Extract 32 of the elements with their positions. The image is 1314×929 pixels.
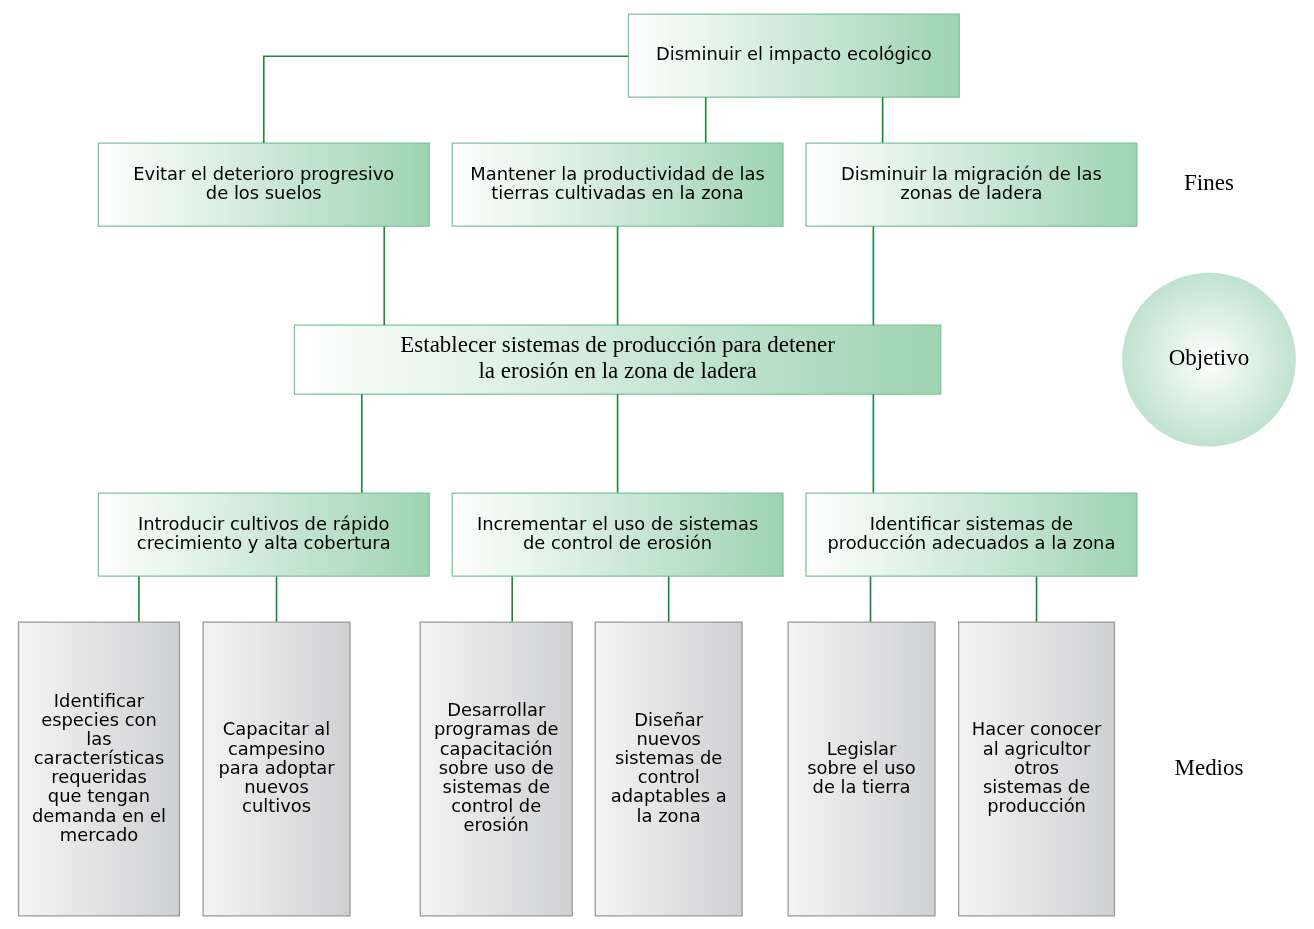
connector — [667, 575, 669, 623]
connector — [704, 95, 707, 144]
connector — [616, 225, 618, 326]
node-circle: Objetivo — [1120, 271, 1297, 448]
label: Medios — [1173, 754, 1243, 780]
node-box: Introducir cultivos de rápido crecimiento y alta cobertura — [97, 491, 430, 577]
connector — [360, 392, 363, 494]
node-box: Desarrollar programas de capacitación sobre uso de sistemas de control de erosión — [419, 620, 573, 917]
node-box: Evitar el deterioro progresivo de los suelos — [97, 142, 430, 227]
label: Fines — [1183, 169, 1234, 195]
node-box: Incrementar el uso de sistemas de control de erosión — [451, 491, 784, 577]
node-box: Mantener la productividad de las tierras cultivadas en la zona — [451, 142, 784, 227]
node-box: Disminuir el impacto ecológico — [627, 12, 960, 98]
node-box: Capacitar al campesino para adoptar nuevos cultivos — [201, 620, 351, 917]
node-box: Hacer conocer al agricultor otros sistemas de producción — [957, 620, 1115, 917]
connector — [1035, 575, 1037, 623]
node-box: Diseñar nuevos sistemas de control adaptables a la zona — [594, 620, 743, 917]
connector — [510, 575, 513, 623]
connector — [262, 54, 629, 144]
connector — [872, 225, 874, 326]
connector — [872, 392, 874, 494]
node-box: Identificar especies con las características requeridas que tengan demanda en el mercado — [17, 620, 180, 917]
node-box: Legislar sobre el uso de la tierra — [786, 620, 936, 917]
connector — [382, 225, 385, 326]
connector — [881, 95, 883, 144]
connector — [137, 575, 140, 623]
node-box: Establecer sistemas de producción para detener la erosión en la zona de ladera — [293, 324, 941, 395]
connector — [275, 575, 277, 623]
node-box: Disminuir la migración de las zonas de ladera — [804, 142, 1137, 227]
connector — [869, 575, 871, 623]
connector — [616, 392, 618, 494]
node-box: Identificar sistemas de producción adecuados a la zona — [804, 491, 1137, 577]
